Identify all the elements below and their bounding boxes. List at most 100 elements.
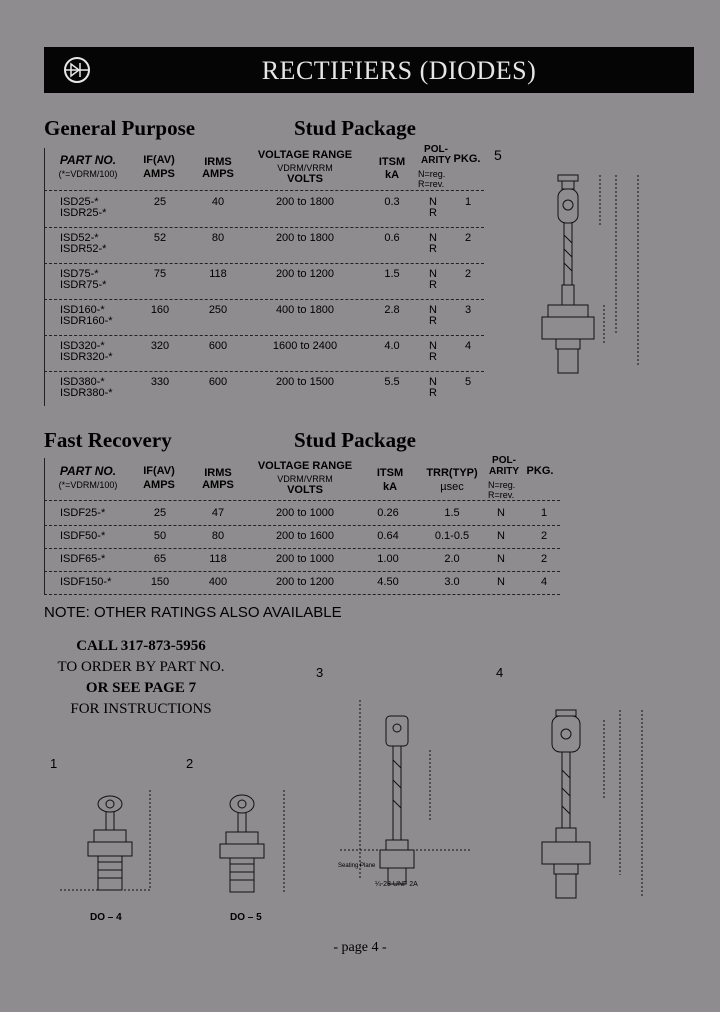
cell-polarity: R [429, 207, 437, 219]
row-divider [44, 525, 560, 526]
cell-voltage: 200 to 1600 [275, 530, 335, 542]
cell-part-no: ISD380-* [60, 376, 105, 388]
row-divider [44, 371, 484, 372]
cell-polarity: N [429, 376, 437, 388]
figure-4-drawing [541, 709, 643, 899]
header-ifav-unit: AMPS [143, 168, 175, 180]
row-divider [44, 227, 484, 228]
cell-irms: 600 [208, 376, 228, 388]
cell-pkg: 2 [540, 553, 548, 565]
header-part-sub: (*=VDRM/100) [58, 169, 118, 179]
cell-irms: 250 [208, 304, 228, 316]
header-voltage-range: VOLTAGE RANGE [257, 460, 353, 472]
figure-3-drawing [340, 700, 470, 885]
header-polarity-n: N=reg. [488, 480, 516, 490]
row-divider [44, 335, 484, 336]
header-polarity: POL-ARITY [489, 455, 519, 477]
cell-itsm: 4.0 [384, 340, 400, 352]
cell-pol: N [497, 507, 505, 519]
cell-itsm: 0.3 [384, 196, 400, 208]
row-divider [44, 571, 560, 572]
page-banner: RECTIFIERS (DIODES) [44, 47, 694, 93]
cell-pol: N [497, 553, 505, 565]
header-voltage-sub: VDRM/VRRM [277, 163, 333, 173]
cell-part: ISDF150-* [60, 576, 112, 588]
call-line-1: CALL 317-873-5956 [76, 638, 206, 654]
cell-pkg: 4 [540, 576, 548, 588]
cell-voltage: 200 to 1000 [275, 553, 335, 565]
row-divider [44, 548, 560, 549]
cell-part-no: ISDR75-* [60, 279, 107, 291]
header-divider [44, 500, 560, 501]
cell-irms: 118 [209, 553, 227, 565]
row-divider [44, 299, 484, 300]
cell-itsm: 1.5 [384, 268, 400, 280]
header-part-no: PART NO. [59, 464, 117, 478]
header-polarity-r: R=rev. [488, 490, 515, 500]
banner-title: RECTIFIERS (DIODES) [261, 56, 537, 85]
header-part-no: PART NO. [59, 153, 117, 167]
cell-voltage: 200 to 1800 [275, 196, 335, 208]
cell-irms: 47 [211, 507, 225, 519]
cell-part-no: ISD75-* [60, 268, 99, 280]
cell-polarity: N [429, 268, 437, 280]
row-divider [44, 263, 484, 264]
cell-polarity: N [429, 304, 437, 316]
cell-part: ISDF25-* [60, 507, 106, 519]
header-ifav: IF(AV) [143, 465, 175, 477]
page-number: - page 4 - [333, 940, 387, 955]
cell-itsm: 4.50 [377, 576, 399, 588]
header-divider [44, 190, 484, 191]
cell-voltage: 200 to 1500 [275, 376, 335, 388]
cell-part: ISDF50-* [60, 530, 106, 542]
cell-ifav: 25 [153, 507, 167, 519]
cell-part-no: ISD320-* [60, 340, 105, 352]
table-border [44, 458, 45, 594]
cell-trr: 2.0 [444, 553, 460, 565]
header-ifav: IF(AV) [143, 154, 175, 166]
fast-recovery-title: Fast Recovery [44, 428, 172, 452]
cell-ifav: 75 [153, 268, 167, 280]
cell-irms: 80 [211, 530, 225, 542]
figure-4-number: 4 [496, 665, 504, 680]
call-line-3: OR SEE PAGE 7 [85, 680, 197, 696]
cell-pkg: 1 [540, 507, 548, 519]
figure-5-number: 5 [494, 147, 502, 163]
cell-polarity: R [429, 351, 437, 363]
cell-polarity: R [429, 279, 437, 291]
cell-itsm: 0.26 [377, 507, 399, 519]
cell-irms: 600 [208, 340, 228, 352]
header-part-sub: (*=VDRM/100) [58, 480, 118, 490]
header-irms-unit: AMPS [202, 168, 234, 180]
cell-part-no: ISD160-* [60, 304, 105, 316]
header-irms: IRMS [204, 156, 232, 168]
cell-pkg: 2 [464, 268, 472, 280]
cell-pkg: 1 [464, 196, 472, 208]
cell-ifav: 25 [153, 196, 167, 208]
header-voltage-unit: VOLTS [287, 484, 323, 496]
header-voltage-sub: VDRM/VRRM [277, 474, 333, 484]
figure-2-label: DO – 5 [230, 912, 262, 923]
figure-5-drawing [541, 174, 639, 374]
header-trr-unit: µsec [440, 481, 464, 493]
cell-itsm: 1.00 [377, 553, 399, 565]
cell-ifav: 65 [153, 553, 167, 565]
figure-1-drawing [60, 790, 151, 891]
cell-ifav: 320 [150, 340, 170, 352]
header-pkg: PKG. [526, 465, 554, 477]
cell-part-no: ISD25-* [60, 196, 99, 208]
cell-part-no: ISDR52-* [60, 243, 107, 255]
general-package-title: Stud Package [294, 116, 416, 140]
cell-ifav: 330 [150, 376, 170, 388]
cell-pol: N [497, 576, 505, 588]
cell-voltage: 200 to 1000 [275, 507, 335, 519]
cell-trr: 3.0 [444, 576, 460, 588]
call-line-2: TO ORDER BY PART NO. [57, 659, 225, 675]
cell-polarity: N [429, 232, 437, 244]
cell-part-no: ISDR160-* [60, 315, 113, 327]
polarity-logo-icon [64, 57, 90, 83]
cell-polarity: R [429, 387, 437, 399]
cell-part-no: ISDR25-* [60, 207, 107, 219]
fast-package-title: Stud Package [294, 428, 416, 452]
cell-itsm: 2.8 [384, 304, 400, 316]
